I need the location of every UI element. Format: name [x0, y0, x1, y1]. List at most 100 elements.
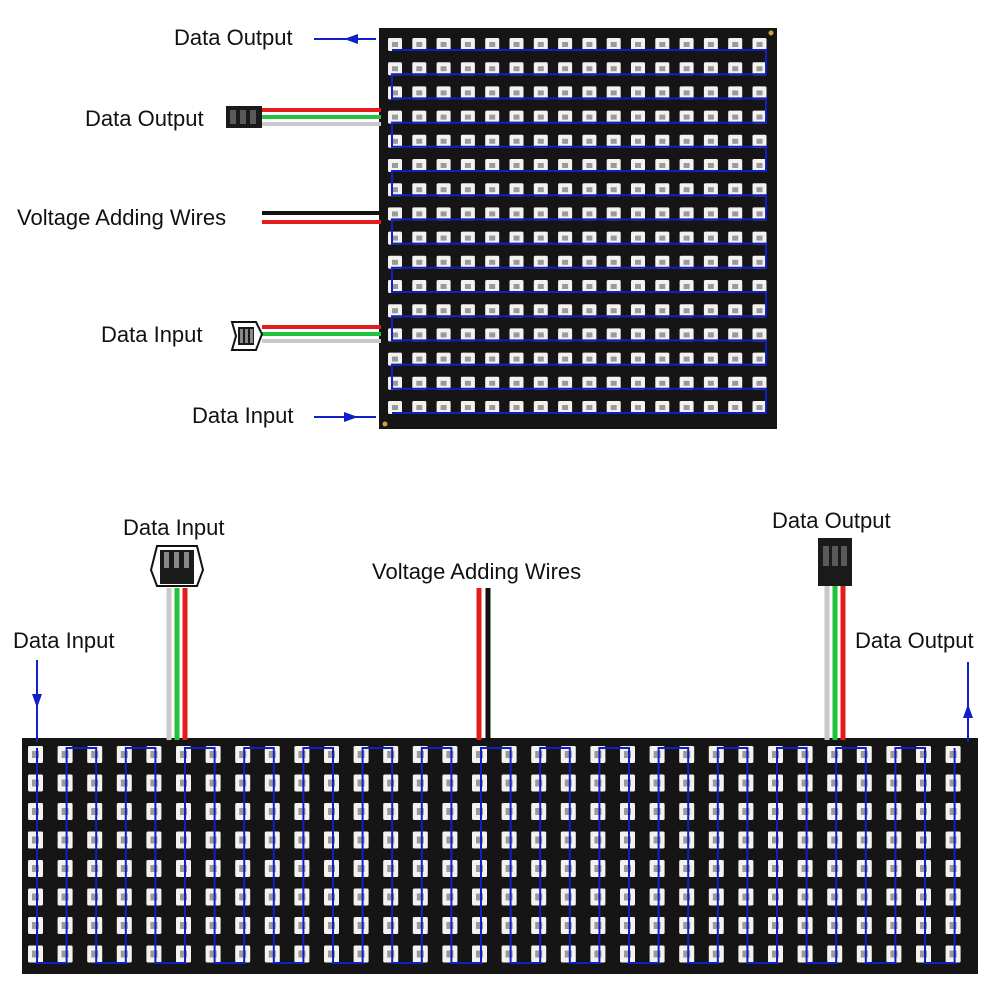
led-pixel — [472, 774, 487, 792]
led-pixel — [442, 860, 458, 877]
led-pixel — [916, 746, 931, 763]
led-pixel — [945, 831, 961, 849]
led-pixel — [558, 159, 573, 172]
led-pixel — [945, 774, 961, 792]
led-pixel — [631, 159, 645, 172]
led-pixel — [460, 255, 475, 269]
led-pixel — [797, 888, 813, 906]
led-pixel — [472, 803, 487, 820]
led-pixel — [324, 945, 339, 963]
led-pixel — [501, 746, 517, 763]
led-pixel — [945, 746, 961, 763]
led-pixel — [388, 401, 402, 414]
jst-sm-3pin-connector-icon — [226, 106, 262, 128]
led-pixel — [116, 831, 132, 849]
led-pixel — [631, 376, 645, 390]
led-pixel — [768, 831, 783, 849]
led-pixel — [353, 831, 369, 849]
led-pixel — [116, 888, 132, 906]
led-pixel — [797, 945, 813, 963]
led-pixel — [460, 159, 475, 172]
led-pixel — [412, 831, 428, 849]
led-pixel — [606, 183, 621, 197]
led-pixel — [752, 134, 767, 148]
led-pixel — [383, 746, 399, 763]
led-pixel — [116, 803, 132, 820]
led-pixel — [205, 803, 221, 820]
led-pixel — [87, 803, 103, 820]
led-pixel — [57, 831, 73, 849]
led-pixel — [28, 888, 43, 906]
data-output-connector-group: Data Output — [85, 106, 381, 131]
led-pixel — [460, 231, 475, 245]
led-pixel — [827, 746, 843, 763]
led-pixel — [485, 86, 500, 100]
led-pixel — [235, 917, 251, 934]
led-pixel — [412, 376, 427, 390]
led-pixel — [582, 376, 597, 390]
led-pixel — [916, 917, 931, 934]
led-pixel — [205, 831, 221, 849]
led-pixel — [655, 304, 670, 318]
led-pixel — [460, 304, 475, 318]
led-pixel — [531, 746, 547, 763]
led-pixel — [703, 62, 718, 76]
led-pixel — [412, 803, 428, 820]
led-pixel — [655, 38, 670, 51]
led-pixel — [886, 831, 902, 849]
led-pixel — [294, 860, 310, 877]
led-pixel — [631, 110, 645, 124]
led-pixel — [558, 134, 573, 148]
led-pixel — [631, 207, 645, 221]
led-pixel — [205, 860, 221, 877]
strip-led-panel — [22, 738, 978, 974]
led-pixel — [708, 888, 724, 906]
led-pixel — [509, 304, 524, 318]
led-pixel — [655, 352, 670, 366]
led-pixel — [655, 134, 670, 148]
led-pixel — [558, 207, 573, 221]
led-pixel — [752, 62, 767, 76]
led-pixel — [509, 280, 524, 293]
led-pixel — [412, 62, 427, 76]
led-pixel — [531, 945, 547, 963]
data-input-bottom-callout: Data Input — [192, 403, 376, 428]
led-pixel — [558, 376, 573, 390]
led-pixel — [728, 304, 743, 318]
led-pixel — [558, 86, 573, 100]
led-pixel — [205, 917, 221, 934]
led-pixel — [582, 352, 597, 366]
led-pixel — [703, 280, 718, 293]
led-pixel — [582, 159, 597, 172]
led-pixel — [886, 803, 902, 820]
led-pixel — [28, 803, 43, 820]
led-pixel — [655, 401, 670, 414]
led-pixel — [533, 401, 548, 414]
led-pixel — [264, 831, 280, 849]
led-pixel — [797, 860, 813, 877]
led-pixel — [353, 774, 369, 792]
led-pixel — [412, 183, 427, 197]
led-pixel — [590, 888, 606, 906]
led-pixel — [606, 352, 621, 366]
led-pixel — [679, 328, 694, 342]
led-pixel — [412, 231, 427, 245]
led-pixel — [703, 255, 718, 269]
led-pixel — [631, 255, 645, 269]
led-pixel — [205, 746, 221, 763]
led-pixel — [768, 945, 783, 963]
led-pixel — [728, 110, 743, 124]
led-pixel — [294, 831, 310, 849]
led-pixel — [294, 888, 310, 906]
led-pixel — [264, 803, 280, 820]
led-pixel — [235, 831, 251, 849]
led-pixel — [703, 134, 718, 148]
led-pixel — [485, 280, 500, 293]
led-pixel — [146, 803, 162, 820]
led-pixel — [87, 831, 103, 849]
led-pixel — [412, 159, 427, 172]
strip-panel-board — [22, 738, 978, 974]
led-pixel — [827, 945, 843, 963]
led-pixel — [582, 110, 597, 124]
led-pixel — [631, 134, 645, 148]
